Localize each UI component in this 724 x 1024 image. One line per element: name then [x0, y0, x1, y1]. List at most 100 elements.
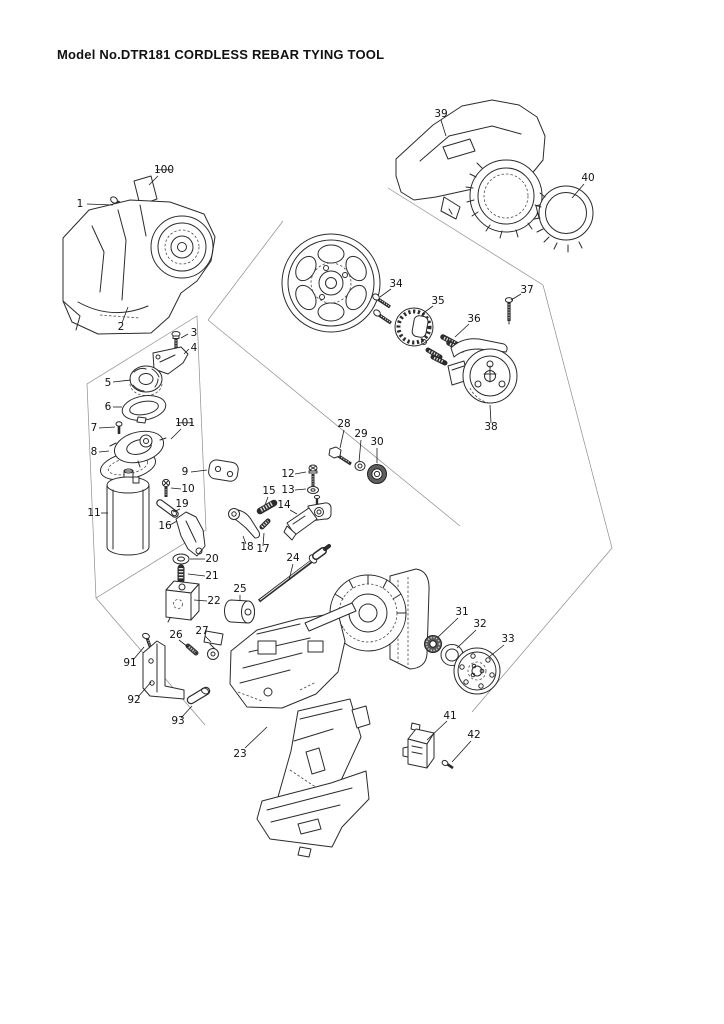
callout-leader-91 — [132, 646, 145, 661]
callout-label-2: 2 — [118, 321, 125, 333]
callout-label-18: 18 — [240, 541, 253, 553]
callout-label-7: 7 — [91, 422, 98, 434]
callout-label-20: 20 — [205, 553, 218, 565]
callout-label-38: 38 — [484, 421, 497, 433]
part-drawing-39-cover — [395, 99, 546, 239]
callout-leader-40 — [571, 183, 585, 199]
part-drawing-20-washer — [172, 553, 190, 565]
part-drawing-31-knurled-nut — [424, 635, 442, 653]
callout-leader-26 — [178, 639, 189, 648]
part-drawing-93-roller — [186, 686, 211, 705]
callout-label-23: 23 — [233, 748, 246, 760]
callout-leader-4 — [183, 348, 190, 355]
part-drawing-37-screw — [504, 297, 514, 325]
callout-label-41: 41 — [443, 710, 456, 722]
callout-leader-41 — [426, 720, 448, 741]
part-drawing-33-sprocket — [453, 647, 501, 695]
part-drawing-18-lever — [228, 508, 260, 539]
part-drawing-14-link-arm — [283, 494, 332, 541]
part-drawing-13-washer — [307, 486, 319, 494]
callout-label-91: 91 — [123, 657, 136, 669]
part-drawing-23-main-housing — [229, 568, 430, 858]
part-drawing-92-bracket — [142, 640, 185, 700]
callout-leader-37 — [510, 293, 522, 301]
callout-label-25: 25 — [233, 583, 246, 595]
callout-label-14: 14 — [277, 499, 291, 511]
callout-leader-12 — [294, 471, 307, 475]
callout-leader-93 — [180, 705, 193, 719]
callout-leader-8 — [98, 450, 110, 453]
callout-leader-100 — [148, 175, 159, 186]
callout-leader-28 — [339, 429, 345, 449]
callout-leader-101 — [170, 428, 182, 440]
callout-label-22: 22 — [207, 595, 220, 607]
callout-label-15: 15 — [262, 485, 275, 497]
callout-label-21: 21 — [205, 570, 218, 582]
callout-leader-24 — [288, 563, 294, 581]
callout-label-39: 39 — [434, 108, 447, 120]
part-drawing-35-ring-gear — [394, 307, 434, 347]
callout-label-24: 24 — [286, 552, 300, 564]
callout-label-28: 28 — [337, 418, 350, 430]
callout-label-27: 27 — [195, 625, 208, 637]
callout-leader-15 — [264, 496, 269, 506]
callout-leader-14 — [289, 509, 298, 515]
part-drawing-34-screws — [372, 293, 392, 325]
callout-leader-32 — [456, 629, 477, 649]
part-drawing-26-pin — [185, 643, 199, 656]
callout-label-1: 1 — [77, 198, 84, 210]
callout-label-34: 34 — [389, 278, 403, 290]
callout-label-31: 31 — [455, 606, 468, 618]
callout-label-11: 11 — [87, 507, 100, 519]
part-drawing-7-screw — [115, 421, 123, 434]
callout-leader-34 — [379, 288, 392, 298]
part-drawing-16-lever — [175, 511, 206, 557]
callout-label-16: 16 — [158, 520, 172, 532]
callout-leader-22 — [193, 599, 208, 602]
callout-label-42: 42 — [467, 729, 480, 741]
page-title: Model No.DTR181 CORDLESS REBAR TYING TOO… — [57, 47, 385, 62]
callout-leader-36 — [454, 323, 470, 338]
callout-leader-42 — [451, 740, 472, 763]
callout-leader-33 — [488, 644, 505, 658]
callout-leader-27 — [204, 635, 212, 643]
callout-leader-23 — [244, 726, 268, 749]
callout-label-36: 36 — [467, 313, 481, 325]
callout-leader-31 — [436, 617, 459, 639]
callout-label-10: 10 — [181, 483, 194, 495]
part-drawing-2-left-housing — [62, 199, 216, 335]
callout-leader-18 — [242, 535, 247, 545]
part-drawing-25-roller — [224, 599, 255, 624]
callout-leader-1 — [86, 203, 114, 206]
part-drawing-6-baffle-ring — [121, 395, 167, 424]
callout-leader-21 — [187, 573, 206, 577]
callout-label-6: 6 — [105, 401, 112, 413]
callout-leader-16 — [169, 520, 178, 526]
callout-label-29: 29 — [354, 428, 367, 440]
callout-label-17: 17 — [256, 543, 269, 555]
callout-label-9: 9 — [182, 466, 189, 478]
callout-leader-29 — [358, 439, 362, 463]
part-drawing-42-screw — [441, 759, 454, 770]
part-drawing-38-clutch-assembly — [447, 338, 518, 404]
part-drawing-22-solenoid — [165, 580, 200, 623]
callout-label-5: 5 — [105, 377, 112, 389]
part-drawing-41-switch — [402, 722, 435, 769]
part-drawing-19-pin — [156, 499, 179, 518]
callout-leader-2 — [121, 306, 129, 324]
callout-leader-3 — [180, 333, 189, 339]
part-drawing-24-rod — [257, 544, 331, 603]
part-drawing-29-washer — [354, 461, 366, 471]
callout-label-8: 8 — [91, 446, 98, 458]
callout-leader-9 — [190, 469, 208, 473]
callout-leader-39 — [440, 119, 447, 137]
part-drawing-wire-reel — [281, 233, 381, 333]
callout-label-32: 32 — [473, 618, 486, 630]
callout-leader-38 — [489, 404, 492, 424]
part-drawing-27-roller-bracket — [203, 630, 224, 660]
part-drawing-8-bearing-plate — [99, 430, 167, 481]
callout-leader-5 — [112, 379, 132, 383]
part-drawing-30-seal — [367, 464, 387, 484]
callout-label-40: 40 — [581, 172, 594, 184]
